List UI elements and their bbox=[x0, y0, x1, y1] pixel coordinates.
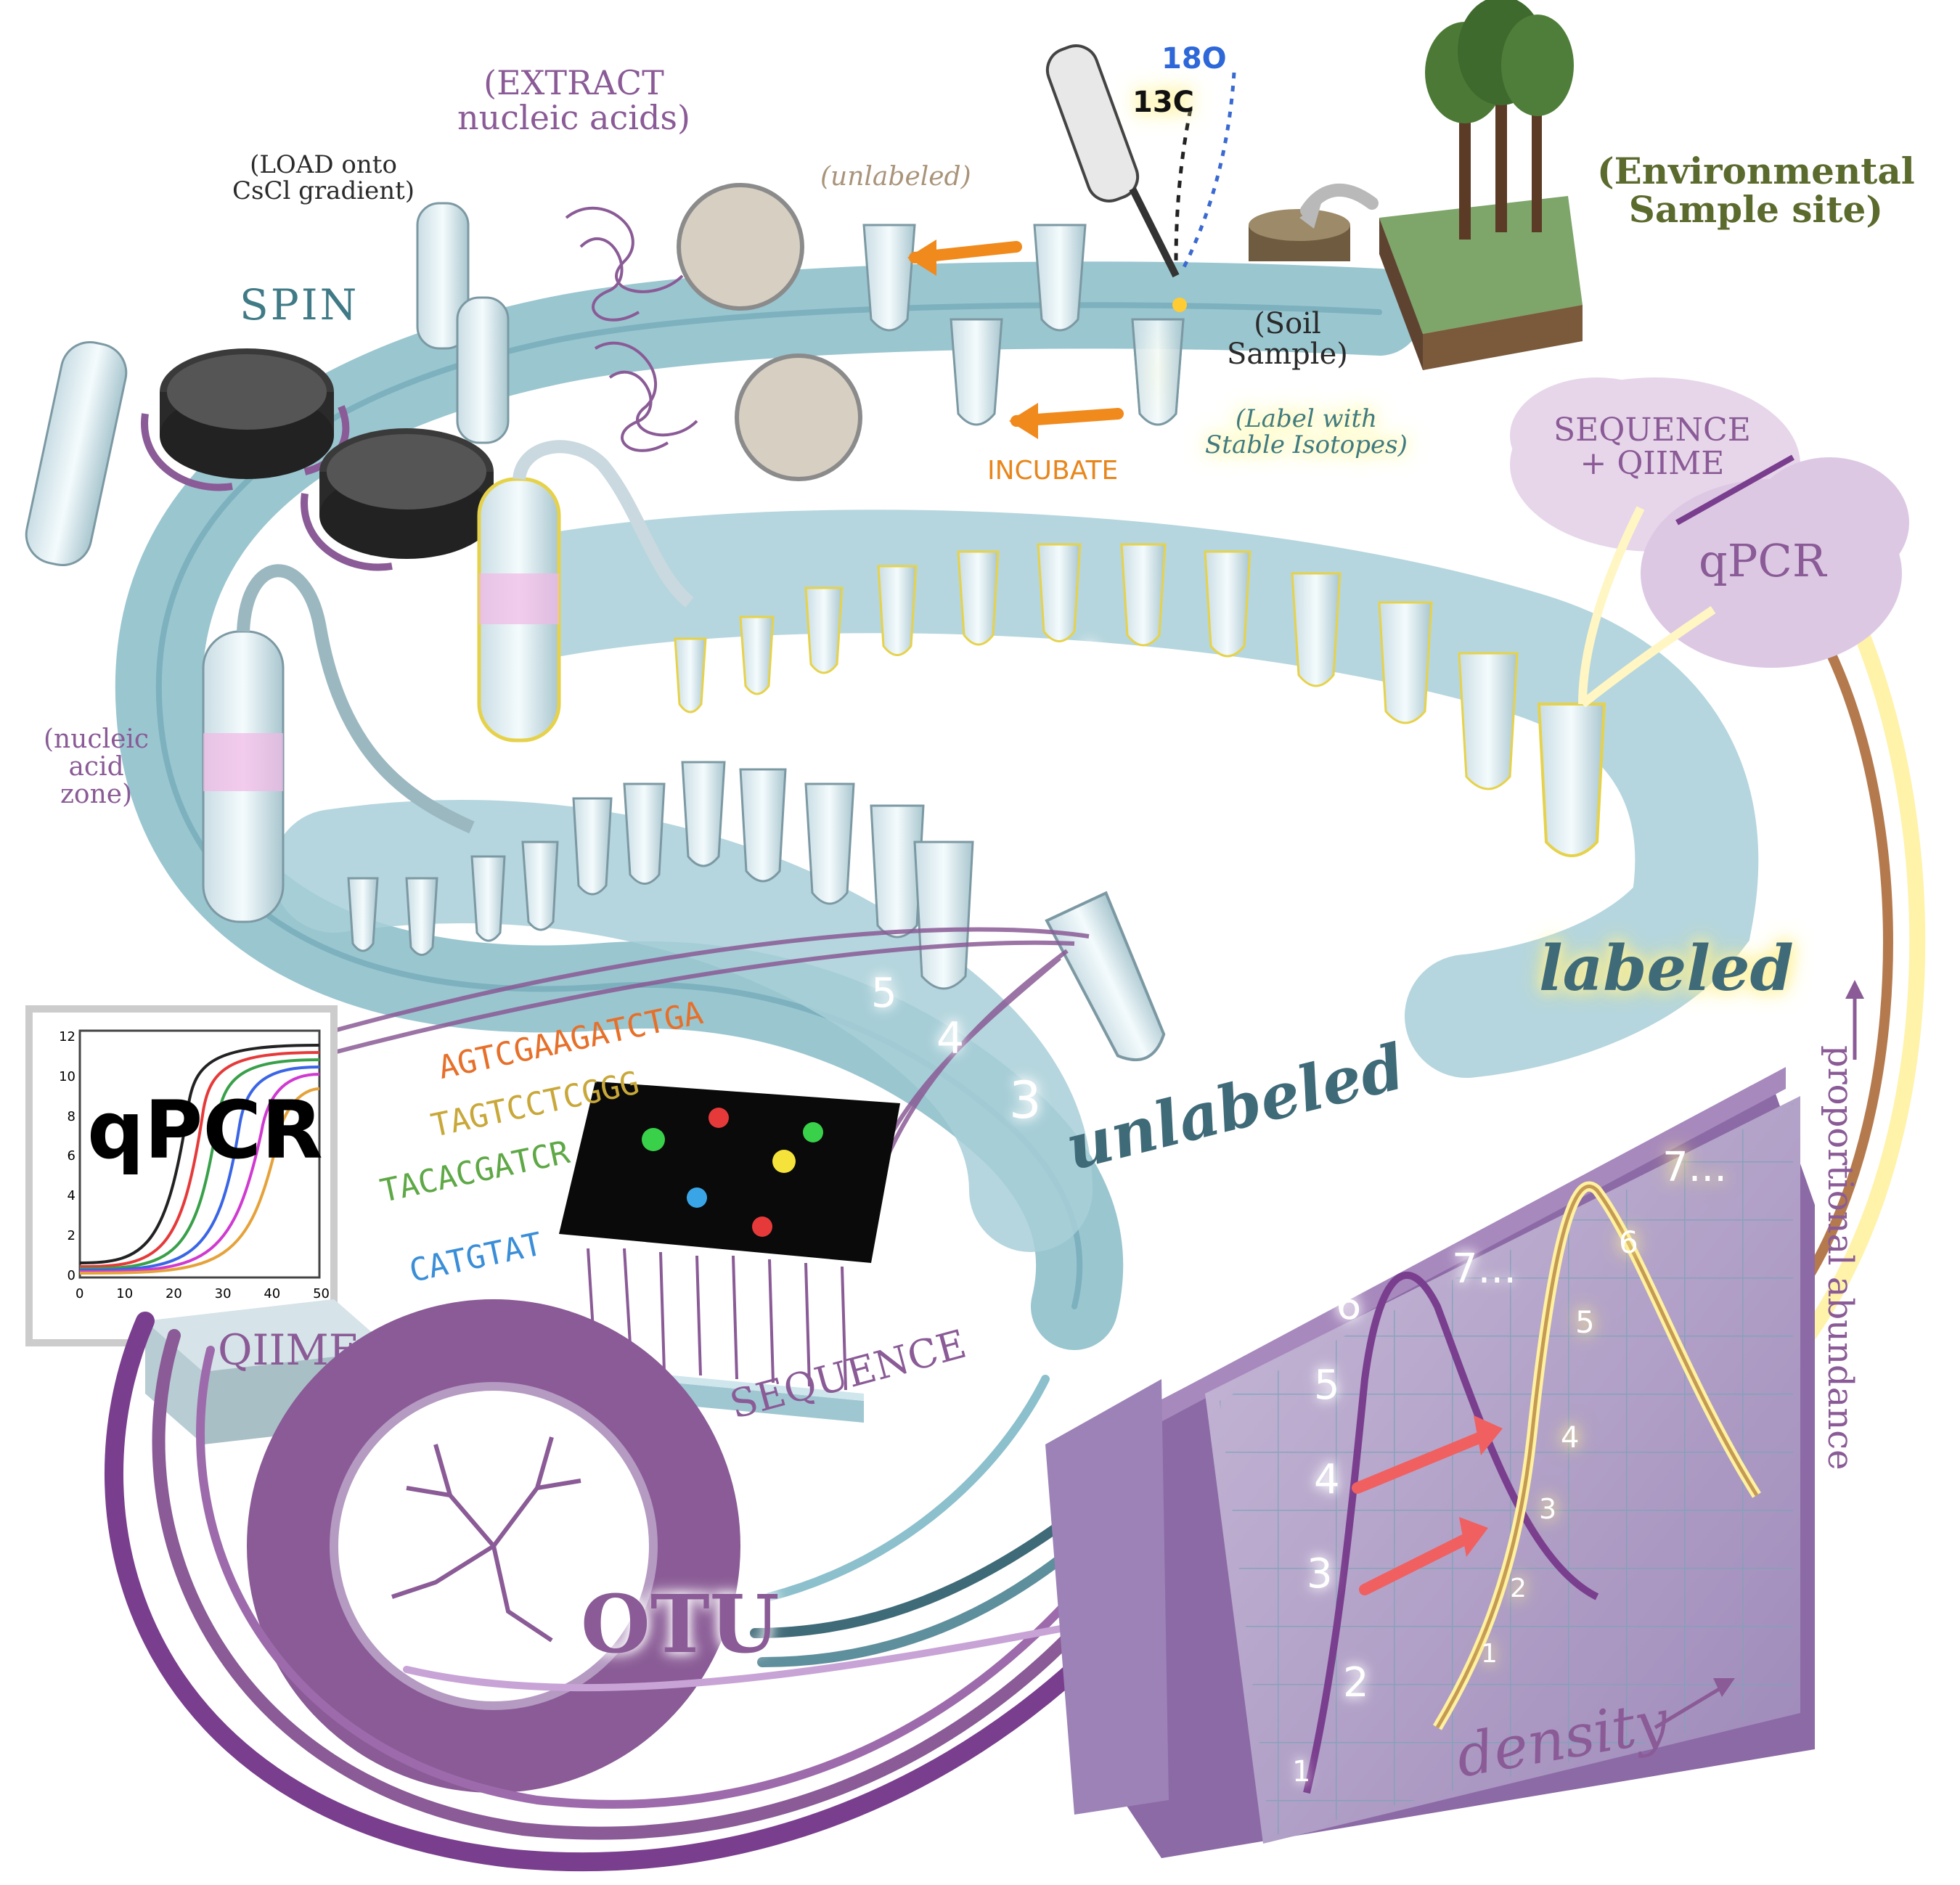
qpcr-y-tick: 8 bbox=[67, 1108, 75, 1124]
qpcr-x-tick: 40 bbox=[264, 1286, 281, 1301]
qpcr-y-tick: 0 bbox=[67, 1267, 75, 1283]
qpcr-x-tick: 10 bbox=[116, 1286, 134, 1301]
fraction-number-4: 4 bbox=[1408, 832, 1437, 883]
sequence-qiime-label: SEQUENCE + QIIME bbox=[1553, 412, 1751, 483]
unlabeled-fraction-number-3: 3 bbox=[1009, 1071, 1042, 1130]
unlabeled-point-2: 2 bbox=[1343, 1659, 1369, 1706]
unlabeled-fraction-number-5: 5 bbox=[871, 970, 897, 1017]
nucleic-acid-zone-label: (nucleic acid zone) bbox=[44, 724, 150, 809]
qpcr-cloud-label: qPCR bbox=[1699, 534, 1826, 587]
otu-phylogenetic-tree bbox=[247, 1299, 740, 1793]
labeled-label: labeled bbox=[1539, 932, 1794, 1005]
qpcr-cloud bbox=[1641, 457, 1909, 668]
unlabeled-band bbox=[272, 800, 1093, 1252]
isotope-13c-label: 13C bbox=[1132, 86, 1195, 119]
soil-sample-label: (Soil Sample) bbox=[1227, 307, 1348, 371]
labeled-point-2: 2 bbox=[1510, 1574, 1527, 1603]
unlabeled-point-7: 7... bbox=[1452, 1246, 1517, 1293]
qpcr-y-tick: 6 bbox=[67, 1148, 75, 1164]
qpcr-y-tick: 2 bbox=[67, 1228, 75, 1244]
extract-label: (EXTRACT nucleic acids) bbox=[457, 63, 690, 138]
proportional-abundance-label: proportional abundance bbox=[1820, 1045, 1861, 1471]
spin-label: SPIN bbox=[240, 280, 359, 330]
isotope-18o-label: 18O bbox=[1161, 42, 1227, 75]
cscl-tubes bbox=[25, 202, 561, 923]
unlabeled-tube-label: (unlabeled) bbox=[820, 162, 971, 192]
unlabeled-point-5: 5 bbox=[1314, 1362, 1340, 1409]
labeled-band bbox=[490, 510, 1759, 1078]
qpcr-y-tick: 10 bbox=[59, 1068, 75, 1084]
fraction-number-7: 7 bbox=[1198, 687, 1220, 728]
sample-tubes-top bbox=[862, 224, 1185, 426]
unlabeled-fraction-number-4: 4 bbox=[936, 1013, 965, 1064]
soil-core bbox=[1249, 209, 1350, 261]
qpcr-chart-panel bbox=[25, 1005, 338, 1346]
labeled-point-6: 6 bbox=[1619, 1224, 1638, 1260]
fraction-number-5: 5 bbox=[1336, 766, 1363, 816]
environmental-sample-site bbox=[1379, 0, 1583, 370]
unlabeled-point-6: 6 bbox=[1336, 1282, 1362, 1329]
qpcr-x-tick: 20 bbox=[165, 1286, 182, 1301]
qpcr-y-axis: 12 10 8 6 4 2 0 bbox=[51, 1029, 75, 1283]
labeled-point-4: 4 bbox=[1561, 1421, 1580, 1455]
qpcr-x-tick: 0 bbox=[75, 1286, 84, 1301]
fraction-number-8: 8 bbox=[1140, 658, 1159, 694]
fraction-number-9: 9 bbox=[1082, 637, 1098, 667]
unlabeled-point-1: 1 bbox=[1292, 1755, 1311, 1788]
cell-magnifier-unlabeled bbox=[677, 183, 804, 311]
labeled-point-7: 7... bbox=[1662, 1144, 1728, 1191]
qpcr-x-tick: 30 bbox=[214, 1286, 232, 1301]
environmental-site-label: (Environmental Sample site) bbox=[1597, 150, 1915, 231]
fraction-number-6: 6 bbox=[1263, 716, 1288, 760]
centrifuge-rotor-1 bbox=[141, 348, 350, 491]
pipette bbox=[1045, 44, 1187, 312]
proportional-arrow-yellow bbox=[1723, 562, 1926, 1429]
nucleic-acid-tangles bbox=[565, 207, 698, 452]
qiime-label: QIIME bbox=[218, 1325, 360, 1375]
qpcr-y-tick: 4 bbox=[67, 1188, 75, 1204]
incubate-label: INCUBATE bbox=[987, 456, 1119, 486]
qpcr-x-axis: 0 10 20 30 40 50 bbox=[75, 1286, 330, 1301]
centrifuge-rotor-2 bbox=[301, 428, 494, 571]
fraction-number-3: 3 bbox=[1488, 875, 1518, 929]
qpcr-x-tick: 50 bbox=[313, 1286, 330, 1301]
labeled-fraction-tubes bbox=[674, 543, 1606, 857]
unlabeled-density-curve bbox=[1303, 1272, 1599, 1794]
otu-label: OTU bbox=[581, 1577, 780, 1671]
unlabeled-point-4: 4 bbox=[1314, 1456, 1340, 1503]
qpcr-y-tick: 12 bbox=[59, 1029, 75, 1044]
labeled-point-1: 1 bbox=[1481, 1639, 1498, 1669]
unlabeled-point-3: 3 bbox=[1307, 1550, 1333, 1598]
labeled-point-3: 3 bbox=[1539, 1493, 1557, 1525]
cell-magnifier-labeled bbox=[735, 353, 862, 481]
qpcr-chart-title: qPCR bbox=[87, 1084, 323, 1177]
labeled-point-5: 5 bbox=[1575, 1304, 1595, 1340]
load-label: (LOAD onto CsCl gradient) bbox=[232, 150, 415, 205]
label-isotopes-label: (Label with Stable Isotopes) bbox=[1205, 404, 1408, 459]
